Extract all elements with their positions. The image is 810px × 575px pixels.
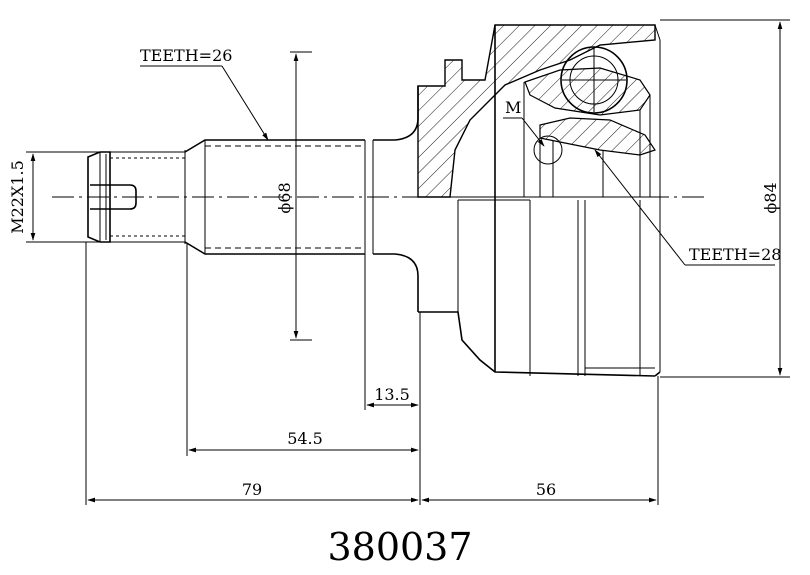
dim-56-label: 56 <box>536 480 556 499</box>
leader-teeth-26: TEETH=26 <box>140 46 269 141</box>
flange-section <box>417 24 656 377</box>
marker-label: M <box>505 98 521 117</box>
diameter-84-label: ϕ84 <box>761 182 780 213</box>
cage-and-ball <box>523 46 656 197</box>
inner-teeth-label: TEETH=28 <box>689 245 781 264</box>
dim-13-5-label: 13.5 <box>374 385 410 404</box>
dim-79-label: 79 <box>242 480 262 499</box>
dim-79: 79 <box>87 480 419 503</box>
leader-marker: M <box>503 98 545 147</box>
diameter-68-label: ϕ68 <box>275 182 294 213</box>
dim-54-5: 54.5 <box>188 429 419 453</box>
outer-teeth-label: TEETH=26 <box>140 46 232 65</box>
dim-13-5: 13.5 <box>366 385 419 408</box>
dim-thread: M22X1.5 <box>8 151 100 243</box>
dim-diameter-84: ϕ84 <box>660 19 790 378</box>
leader-teeth-28: TEETH=28 <box>594 149 781 266</box>
part-number: 380037 <box>327 525 472 569</box>
thread-spec-label: M22X1.5 <box>8 160 27 234</box>
dim-54-5-label: 54.5 <box>287 429 323 448</box>
dim-diameter-68: ϕ68 <box>275 51 312 341</box>
dim-56: 56 <box>421 480 657 503</box>
spline-shaft <box>184 86 419 312</box>
